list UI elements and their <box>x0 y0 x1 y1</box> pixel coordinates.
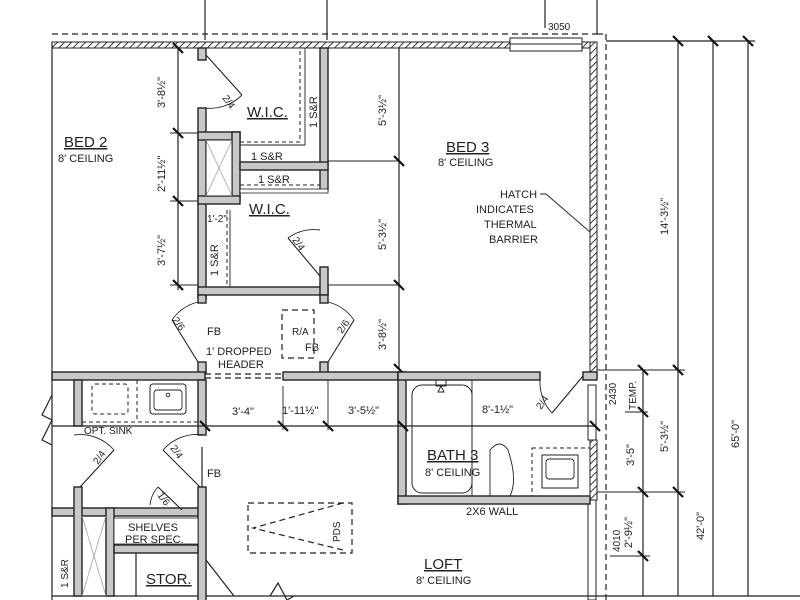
hall-walls <box>51 371 591 505</box>
svg-text:SHELVES: SHELVES <box>128 522 178 534</box>
svg-text:5'-3½": 5'-3½" <box>659 421 671 452</box>
lower-left-closets <box>51 486 235 600</box>
svg-text:1'-11½": 1'-11½" <box>282 405 318 417</box>
bath3-fixtures <box>411 379 591 497</box>
svg-text:2430: 2430 <box>608 382 619 405</box>
svg-text:2/6: 2/6 <box>335 318 352 336</box>
room-loft-ceiling: 8' CEILING <box>416 575 471 587</box>
svg-text:42'-0": 42'-0" <box>695 512 707 540</box>
room-bed3-name: BED 3 <box>446 139 489 156</box>
door-hall-right[interactable] <box>327 301 355 363</box>
break-line-left <box>41 394 53 446</box>
room-bath3-ceiling: 8' CEILING <box>425 467 480 479</box>
svg-text:1 S&R: 1 S&R <box>258 174 290 186</box>
door-hall-left[interactable] <box>171 301 199 363</box>
svg-text:1 S&R: 1 S&R <box>60 559 71 588</box>
svg-text:OPT. SINK: OPT. SINK <box>84 426 133 437</box>
svg-text:TEMP.: TEMP. <box>628 381 639 410</box>
svg-text:PDS: PDS <box>332 521 343 542</box>
svg-text:5'-3½": 5'-3½" <box>377 95 389 126</box>
svg-text:1/6: 1/6 <box>155 490 172 508</box>
svg-text:THERMAL: THERMAL <box>484 219 537 231</box>
svg-text:1' DROPPED: 1' DROPPED <box>206 346 272 358</box>
svg-text:2/4: 2/4 <box>91 449 108 467</box>
svg-text:HATCH: HATCH <box>500 189 537 201</box>
toilet-icon <box>489 443 514 497</box>
svg-text:2/4: 2/4 <box>220 93 237 111</box>
door-bath3[interactable] <box>539 375 584 414</box>
fb-left-label: FB <box>207 326 221 338</box>
dimension-left <box>170 42 198 291</box>
window-2430 <box>587 384 597 441</box>
svg-text:3'-5½": 3'-5½" <box>348 405 379 417</box>
svg-text:1'-2": 1'-2" <box>207 214 227 225</box>
svg-text:3'-7½": 3'-7½" <box>156 235 168 266</box>
window-3050-label: 3050 <box>548 22 571 33</box>
window-3050 <box>509 37 583 52</box>
optional-sink-icon <box>91 383 129 415</box>
svg-text:3'-8½": 3'-8½" <box>377 319 389 350</box>
svg-text:INDICATES: INDICATES <box>476 204 534 216</box>
room-bath3-name: BATH 3 <box>427 447 478 464</box>
svg-text:65'-0": 65'-0" <box>730 420 742 448</box>
room-bed2-ceiling: 8' CEILING <box>58 153 113 165</box>
svg-text:2'-9½": 2'-9½" <box>623 517 635 548</box>
exterior-wall-top <box>51 33 607 52</box>
break-line-bottom <box>269 581 295 600</box>
svg-text:2/6: 2/6 <box>170 315 187 333</box>
door-wic-lower[interactable] <box>287 229 321 277</box>
top-extension-lines <box>204 0 598 40</box>
door-wic-upper[interactable] <box>204 54 243 109</box>
svg-text:4010: 4010 <box>612 529 623 552</box>
dimension-right <box>597 35 755 596</box>
room-stor: STOR. <box>146 571 192 588</box>
wall-2x6-label: 2X6 WALL <box>466 506 518 518</box>
dimension-hall <box>52 380 601 432</box>
room-wic-lower: W.I.C. <box>249 201 290 218</box>
svg-text:3'-5": 3'-5" <box>625 444 637 466</box>
svg-text:1 S&R: 1 S&R <box>251 151 283 163</box>
pull-down-stairs[interactable] <box>247 502 353 554</box>
closet-walls <box>197 47 329 299</box>
sink-icon <box>149 383 187 415</box>
vanity-area <box>82 380 198 423</box>
dimension-mid <box>328 48 405 375</box>
door-bath-left-a[interactable] <box>73 434 115 488</box>
window-4010 <box>587 499 597 600</box>
svg-text:14'-3½": 14'-3½" <box>659 198 671 235</box>
room-bed3-ceiling: 8' CEILING <box>438 157 493 169</box>
hatch-note: HATCH INDICATES THERMAL BARRIER <box>476 189 591 246</box>
door-stor[interactable] <box>149 486 183 511</box>
room-wic-upper: W.I.C. <box>247 104 288 121</box>
svg-text:2/4: 2/4 <box>290 235 307 253</box>
svg-text:PER SPEC.: PER SPEC. <box>125 534 184 546</box>
svg-text:8'-1½": 8'-1½" <box>482 404 513 416</box>
svg-text:2'-11½": 2'-11½" <box>156 156 168 192</box>
fb-right-label: FB <box>305 342 319 354</box>
room-bed2-name: BED 2 <box>64 134 107 151</box>
svg-text:HEADER: HEADER <box>218 359 264 371</box>
svg-text:1 S&R: 1 S&R <box>209 244 221 276</box>
room-loft-name: LOFT <box>424 556 462 573</box>
svg-text:5'-3½": 5'-3½" <box>377 219 389 250</box>
svg-text:1 S&R: 1 S&R <box>308 96 320 128</box>
svg-text:R/A: R/A <box>292 327 309 338</box>
svg-text:3'-8½": 3'-8½" <box>156 77 168 108</box>
exterior-wall-right <box>582 34 607 600</box>
svg-text:2/4: 2/4 <box>168 443 185 461</box>
svg-text:3'-4": 3'-4" <box>232 406 254 418</box>
bath3-sink-icon <box>541 454 579 489</box>
svg-text:BARRIER: BARRIER <box>489 234 538 246</box>
fb-hall-label: FB <box>207 468 221 480</box>
return-air-grille <box>281 309 315 359</box>
door-bath-left-b[interactable] <box>162 434 205 488</box>
